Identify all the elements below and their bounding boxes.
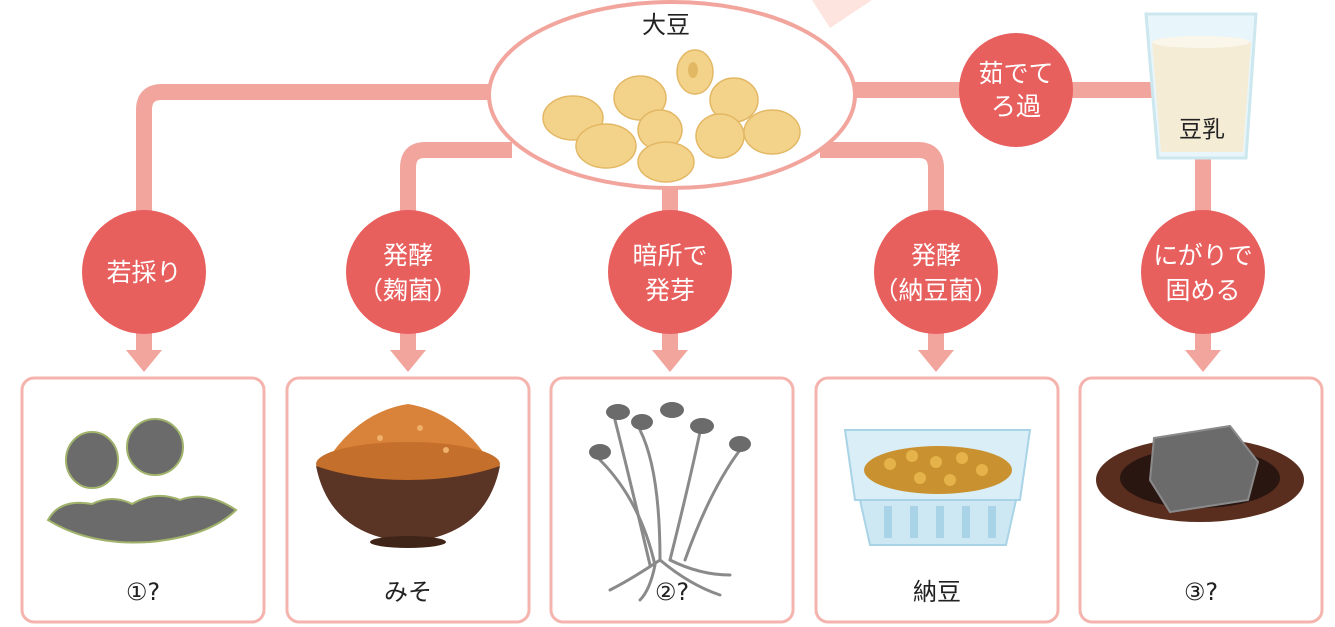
arrow-down-icon	[918, 350, 954, 372]
process-step-4: 発酵 （納豆菌）	[873, 210, 999, 334]
arrow-down-icon	[652, 350, 688, 372]
result-label-4: 納豆	[913, 578, 961, 606]
result-label-1: ①?	[126, 578, 160, 606]
process-label-line-1: にがりで	[1153, 241, 1253, 270]
result-label-2: みそ	[384, 578, 432, 606]
source-label: 大豆	[642, 11, 690, 39]
natto-pack-icon	[843, 429, 1032, 546]
result-label-5: ③?	[1184, 578, 1218, 606]
process-milk: 茹でて ろ過	[959, 33, 1073, 147]
process-label-line-2: 固める	[1165, 276, 1240, 305]
process-label-line-2: ろ過	[991, 92, 1041, 121]
soy-milk: 豆乳	[1144, 12, 1258, 160]
connector-to-step-2	[400, 142, 512, 352]
soybeans-icon	[542, 49, 801, 183]
process-circle	[346, 210, 470, 334]
miso-bowl-icon	[316, 404, 500, 548]
process-label-line-2: （麹菌）	[358, 276, 458, 305]
process-step-1: 若採り	[82, 210, 206, 334]
process-circle	[874, 210, 998, 334]
young-beans-icon	[46, 418, 238, 544]
process-label-line-1: 暗所で	[632, 241, 707, 270]
milk-label: 豆乳	[1179, 117, 1225, 143]
process-label-line-1: 若採り	[106, 258, 181, 287]
process-circle	[608, 210, 732, 334]
arrow-heads	[126, 350, 1221, 372]
milk-fill	[1152, 42, 1251, 152]
process-label-line-2: 発芽	[645, 276, 695, 305]
process-step-5: にがりで 固める	[1141, 210, 1265, 334]
connector-to-step-1	[136, 84, 500, 352]
process-step-3: 暗所で 発芽	[608, 210, 732, 334]
arrow-down-icon	[126, 350, 162, 372]
result-label-3: ②?	[655, 578, 689, 606]
process-circle	[82, 210, 206, 334]
process-label-line-1: 発酵	[911, 241, 961, 270]
process-label-line-2: （納豆菌）	[873, 276, 998, 305]
sprouts-icon	[589, 402, 751, 602]
source-soybeans: 大豆	[487, 0, 857, 190]
process-circle	[959, 33, 1073, 147]
speech-bubble-tail	[812, 0, 872, 28]
tofu-plate-icon	[1096, 424, 1304, 522]
connector-to-step-4	[820, 142, 944, 352]
process-label-line-1: 発酵	[383, 241, 433, 270]
arrow-down-icon	[1185, 350, 1221, 372]
process-circle	[1141, 210, 1265, 334]
process-label-line-1: 茹でて	[978, 59, 1053, 88]
arrow-down-icon	[390, 350, 426, 372]
process-step-2: 発酵 （麹菌）	[346, 210, 470, 334]
